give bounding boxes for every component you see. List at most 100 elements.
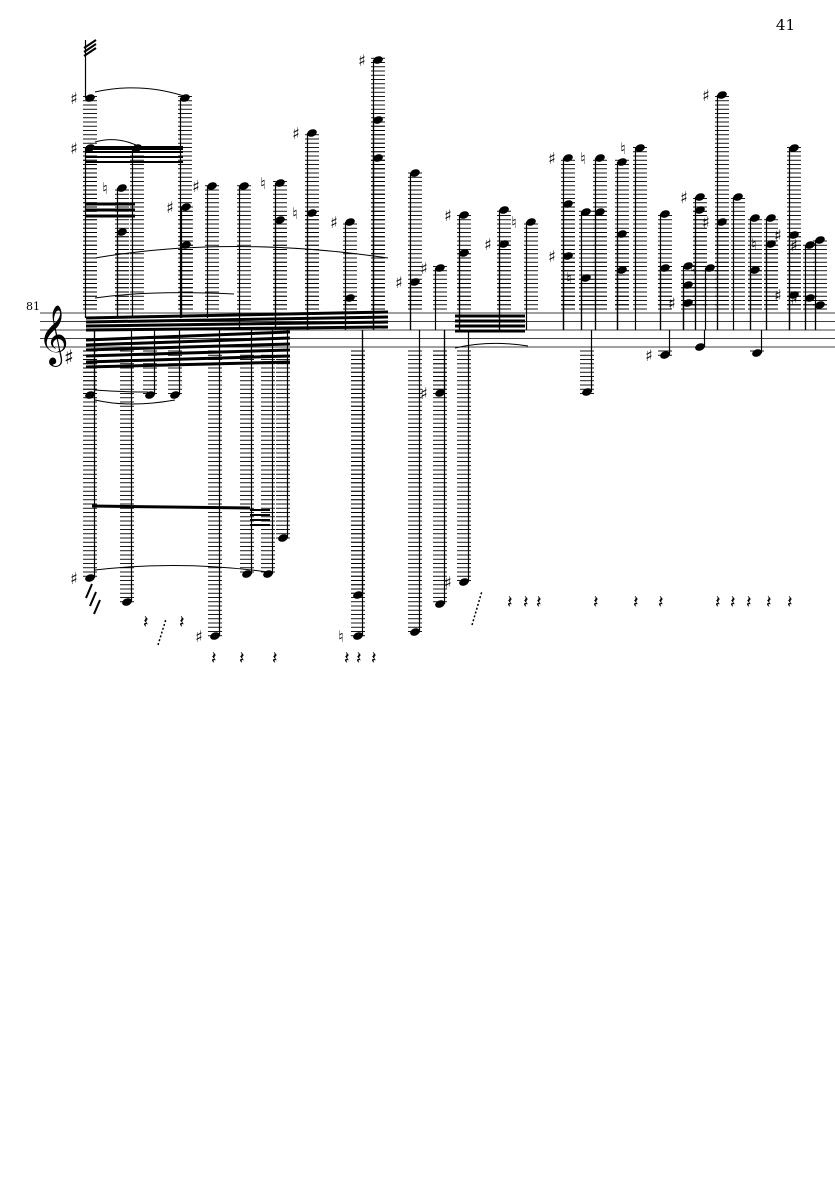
note-head bbox=[242, 570, 252, 578]
tie bbox=[94, 246, 389, 259]
accidental-icon: ♯ bbox=[790, 236, 798, 255]
quarter-rest-icon: 𝄽 bbox=[633, 592, 639, 613]
beam bbox=[85, 336, 291, 347]
accidental-icon: ♯ bbox=[668, 294, 676, 313]
arpeggio-icon bbox=[471, 590, 483, 626]
quarter-rest-icon: 𝄽 bbox=[239, 648, 245, 669]
accidental-icon: ♯ bbox=[70, 569, 78, 588]
tremolo-icon bbox=[85, 583, 101, 615]
ties bbox=[94, 87, 529, 573]
note-head bbox=[805, 241, 815, 249]
accidental-icon: ♯ bbox=[292, 124, 300, 143]
accidental-icon: ♯ bbox=[484, 235, 492, 254]
beam bbox=[85, 315, 389, 324]
note-head bbox=[752, 349, 762, 357]
quarter-rest-icon: 𝄽 bbox=[344, 648, 350, 669]
note-head bbox=[170, 391, 180, 399]
arpeggio-icon bbox=[157, 618, 167, 646]
note-head bbox=[122, 598, 132, 606]
beam bbox=[85, 325, 389, 332]
note-head bbox=[353, 591, 363, 599]
note-head bbox=[117, 184, 127, 192]
accidental-icon: ♯ bbox=[70, 139, 78, 158]
note-head bbox=[733, 193, 743, 201]
quarter-rest-icon: 𝄽 bbox=[356, 648, 362, 669]
note-head bbox=[581, 208, 591, 216]
note-head bbox=[766, 240, 776, 248]
accidental-icon: ♮ bbox=[620, 139, 626, 158]
note-head bbox=[345, 218, 355, 226]
note-head bbox=[117, 228, 127, 236]
note-head bbox=[660, 351, 670, 359]
note-head bbox=[815, 236, 825, 244]
accidental-icon: ♯ bbox=[774, 226, 782, 245]
accidental-icon: ♯ bbox=[192, 177, 200, 196]
note-head bbox=[499, 240, 509, 248]
beam bbox=[85, 348, 291, 358]
note-head bbox=[410, 278, 420, 286]
note-head bbox=[581, 274, 591, 282]
accidental-icon: ♯ bbox=[774, 286, 782, 305]
note-head bbox=[815, 301, 825, 309]
note-head bbox=[635, 144, 645, 152]
note-head bbox=[499, 206, 509, 214]
beam bbox=[91, 504, 251, 510]
accidental-icon: ♯ bbox=[645, 346, 653, 365]
quarter-rest-icon: 𝄽 bbox=[715, 592, 721, 613]
note-head bbox=[275, 179, 285, 187]
tie bbox=[454, 342, 529, 349]
note-head bbox=[789, 231, 799, 239]
note-head bbox=[85, 574, 95, 582]
beam bbox=[85, 310, 389, 320]
beam bbox=[85, 320, 389, 328]
quarter-rest-icon: 𝄽 bbox=[658, 592, 664, 613]
accidental-icon: ♮ bbox=[511, 213, 517, 232]
accidental-icon: ♯ bbox=[420, 384, 428, 403]
tie bbox=[94, 87, 185, 97]
note-head bbox=[695, 206, 705, 214]
note-head bbox=[85, 144, 95, 152]
accidental-icon: ♯ bbox=[395, 273, 403, 292]
accidental-icon: ♯ bbox=[548, 149, 556, 168]
accidental-icon: ♯ bbox=[330, 213, 338, 232]
note-head bbox=[617, 230, 627, 238]
quarter-rest-icon: 𝄽 bbox=[179, 612, 185, 633]
note-head bbox=[617, 266, 627, 274]
tie bbox=[94, 564, 269, 573]
note-head bbox=[595, 154, 605, 162]
accidental-icon: ♮ bbox=[580, 149, 586, 168]
note-head bbox=[373, 116, 383, 124]
accidental-icon: ♮ bbox=[260, 174, 266, 193]
note-head bbox=[563, 154, 573, 162]
note-head bbox=[459, 249, 469, 257]
note-head bbox=[145, 391, 155, 399]
note-head bbox=[789, 144, 799, 152]
note-head bbox=[717, 218, 727, 226]
accidental-icon: ♯ bbox=[195, 627, 203, 646]
accidental-icon: ♮ bbox=[102, 179, 108, 198]
tie bbox=[94, 389, 149, 393]
accidental-icon: ♯ bbox=[444, 206, 452, 225]
accidental-icon: ♮ bbox=[690, 259, 696, 278]
quarter-rest-icon: 𝄽 bbox=[593, 592, 599, 613]
note-head bbox=[85, 391, 95, 399]
note-head bbox=[180, 94, 190, 102]
note-head bbox=[275, 216, 285, 224]
note-head bbox=[435, 264, 445, 272]
note-head bbox=[85, 94, 95, 102]
note-head bbox=[410, 628, 420, 636]
accidental-icon: ♯ bbox=[444, 573, 452, 592]
note-head bbox=[345, 294, 355, 302]
note-head bbox=[582, 388, 592, 396]
note-head bbox=[307, 209, 317, 217]
beams bbox=[85, 146, 525, 526]
note-head bbox=[207, 182, 217, 190]
quarter-rest-icon: 𝄽 bbox=[211, 648, 217, 669]
beam bbox=[85, 360, 291, 369]
note-head bbox=[805, 294, 815, 302]
accidental-icon: ♯ bbox=[702, 213, 710, 232]
note-head bbox=[563, 200, 573, 208]
treble-clef-icon: 𝄞 bbox=[38, 305, 69, 367]
quarter-rest-icon: 𝄽 bbox=[507, 592, 513, 613]
